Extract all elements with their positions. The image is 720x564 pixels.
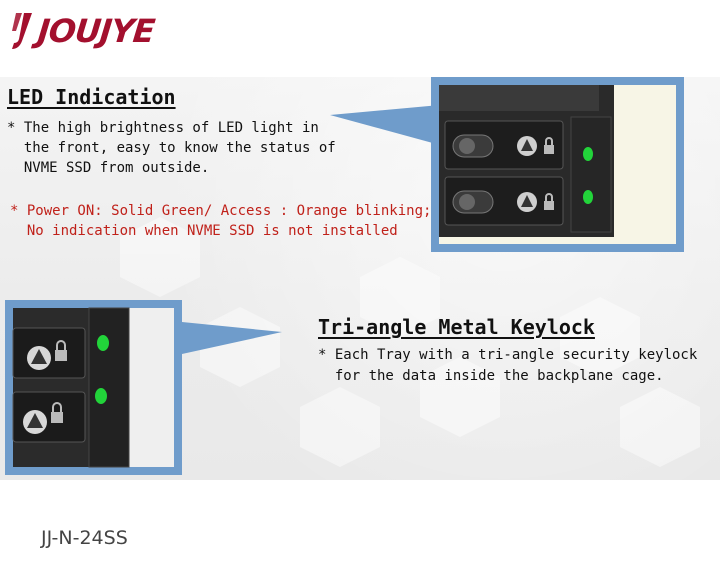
led-bullet-line-2: the front, easy to know the status of [7,140,336,156]
led-note-line-1: * Power ON: Solid Green/ Access : Orange… [10,203,432,219]
led-bullet-line-3: NVME SSD from outside. [7,160,210,176]
led-panel-photo [431,77,684,252]
keylock-bullet-line-1: * Each Tray with a tri-angle security ke… [318,347,698,363]
brand-logo: JOUJYE [10,8,157,54]
product-model-label: JJ-N-24SS [41,527,128,549]
led-indication-heading: LED Indication [7,85,176,109]
callout-pointer-1 [330,105,440,145]
led-bullet-line-1: * The high brightness of LED light in [7,120,319,136]
keylock-heading: Tri-angle Metal Keylock [318,315,595,339]
product-banner: LED Indication * The high brightness of … [0,77,720,480]
led-note-line-2: No indication when NVME SSD is not insta… [10,223,398,239]
keylock-bullet-line-2: for the data inside the backplane cage. [318,368,664,384]
logo-swoosh-icon [12,13,32,49]
brand-logo-text: JOUJYE [36,12,157,50]
callout-pointer-2 [182,322,282,354]
led-icon [583,147,593,161]
padlock-icon [544,137,554,154]
keylock-icon [517,136,537,156]
keylock-photo [5,300,182,475]
